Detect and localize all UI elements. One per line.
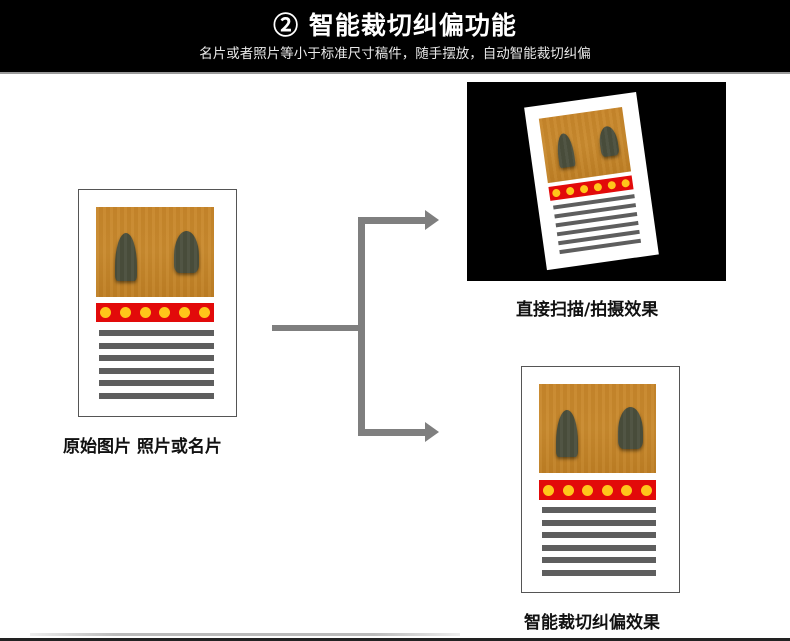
dot-icon (139, 307, 151, 318)
dot-icon (178, 307, 190, 318)
card-photo (538, 107, 632, 184)
dot-icon (543, 484, 555, 496)
header-divider (0, 72, 790, 74)
original-caption: 原始图片 照片或名片 (63, 437, 222, 457)
artifact-icon (556, 410, 578, 457)
artifact-icon (618, 407, 643, 449)
dot-icon (640, 484, 652, 496)
dot-icon (565, 186, 575, 196)
dot-icon (621, 178, 631, 188)
text-line (542, 532, 656, 538)
skewed-card (524, 91, 659, 271)
arrow-bottom-branch (358, 429, 426, 436)
dot-icon (607, 180, 617, 190)
footer-divider (0, 638, 790, 641)
text-line (99, 392, 214, 399)
scan-result-caption: 直接扫描/拍摄效果 (516, 300, 659, 320)
dot-icon (601, 484, 613, 496)
text-lines (99, 330, 214, 405)
text-line (99, 380, 214, 386)
dot-icon (562, 484, 574, 496)
dot-icon (119, 307, 131, 318)
text-line (99, 330, 214, 336)
scan-result-panel (467, 82, 726, 281)
original-card (78, 189, 237, 417)
artifact-icon (555, 132, 576, 169)
dot-icon (198, 307, 210, 318)
dot-icon (579, 184, 589, 194)
text-line (542, 557, 656, 563)
dot-icon (593, 182, 603, 192)
text-line (542, 569, 656, 576)
text-lines (542, 507, 656, 582)
text-line (99, 342, 214, 349)
dot-icon (621, 484, 633, 496)
card-photo (96, 207, 214, 297)
dot-icon (159, 307, 171, 318)
card-photo (539, 384, 656, 473)
text-line (542, 507, 656, 513)
artifact-icon (115, 233, 137, 281)
text-line (542, 519, 656, 526)
corrected-card (521, 366, 680, 593)
arrow-top-branch (358, 217, 426, 224)
text-line (99, 355, 214, 361)
arrow-top-head-icon (425, 210, 439, 230)
corrected-result-caption: 智能裁切纠偏效果 (524, 613, 660, 633)
header-title: ② 智能裁切纠偏功能 (273, 11, 517, 40)
text-lines (553, 194, 642, 259)
footer-shadow (30, 633, 460, 636)
arrow-trunk (358, 217, 365, 436)
dot-icon (551, 188, 561, 198)
dot-icon (582, 484, 594, 496)
arrow-stem (272, 325, 364, 331)
dot-band (539, 480, 656, 500)
header-subtitle: 名片或者照片等小于标准尺寸稿件，随手摆放，自动智能裁切纠偏 (199, 46, 591, 62)
arrow-bottom-head-icon (425, 422, 439, 442)
text-line (542, 544, 656, 551)
artifact-icon (174, 231, 199, 273)
text-line (99, 367, 214, 374)
artifact-icon (597, 125, 620, 158)
dot-band (96, 303, 214, 322)
header-banner: ② 智能裁切纠偏功能 名片或者照片等小于标准尺寸稿件，随手摆放，自动智能裁切纠偏 (0, 0, 790, 72)
dot-icon (100, 307, 112, 318)
